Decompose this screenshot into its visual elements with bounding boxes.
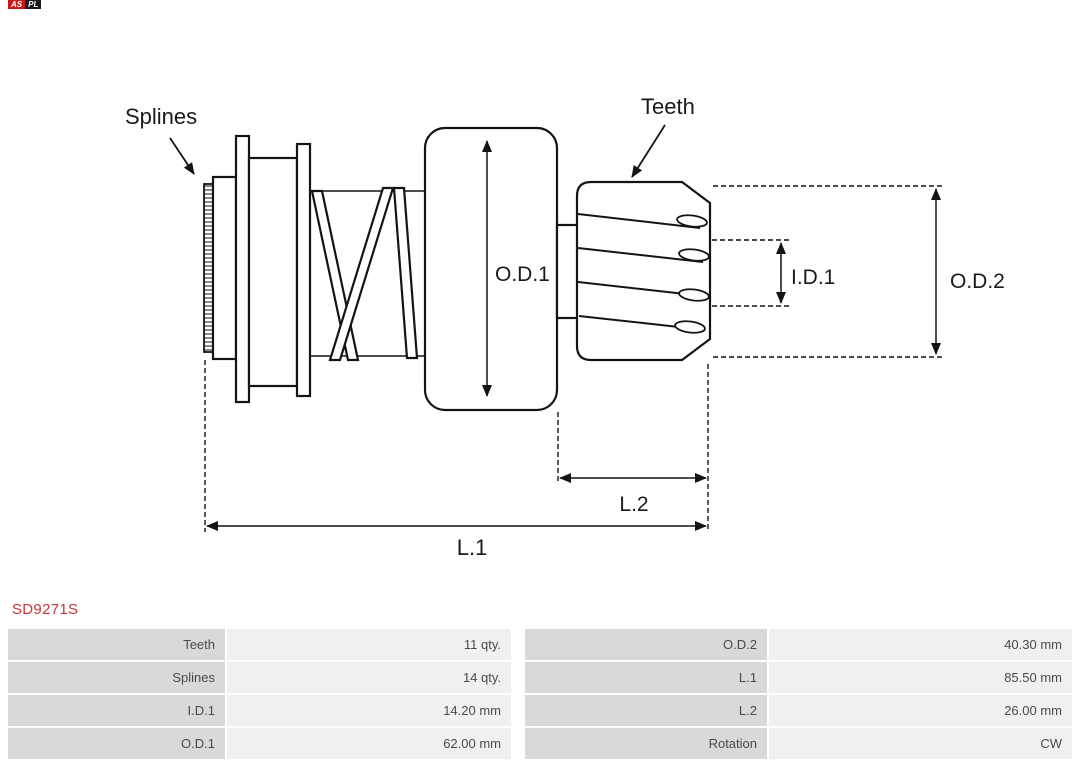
pinion-gear-body: [575, 180, 712, 362]
spec-value-teeth: 11 qty.: [227, 629, 511, 660]
spec-table: Teeth 11 qty. O.D.2 40.30 mm Splines 14 …: [8, 629, 1072, 759]
flange-disc-right: [295, 142, 312, 398]
spec-label-l2: L.2: [525, 695, 767, 726]
spec-label-rotation: Rotation: [525, 728, 767, 759]
brand-logo-pl: PL: [25, 0, 42, 9]
table-gap: [513, 728, 523, 759]
gear-tooth-tip-2: [678, 248, 710, 262]
od2-label: O.D.2: [950, 270, 1005, 293]
teeth-callout-arrow: [631, 124, 666, 178]
spring-coil-3: [392, 186, 419, 360]
id1-label: I.D.1: [791, 266, 835, 289]
table-gap: [513, 695, 523, 726]
spec-value-l2: 26.00 mm: [769, 695, 1072, 726]
part-number: SD9271S: [12, 601, 79, 618]
brand-logo-as: AS: [8, 0, 26, 9]
technical-drawing: O.D.1 I.D.1 O.D.2 L.2 L.1 Splines: [125, 94, 1005, 560]
spec-value-id1: 14.20 mm: [227, 695, 511, 726]
spec-value-splines: 14 qty.: [227, 662, 511, 693]
gear-tooth-tip-4: [674, 320, 706, 334]
l1-label: L.1: [457, 535, 488, 560]
teeth-label: Teeth: [641, 94, 695, 119]
spec-label-id1: I.D.1: [8, 695, 225, 726]
gear-tooth-line-1: [577, 213, 701, 229]
spring-coil-1: [310, 189, 360, 362]
spring: [310, 186, 419, 362]
spec-label-od1: O.D.1: [8, 728, 225, 759]
gear-tooth-tip-1: [676, 214, 708, 228]
gear-tooth-line-2: [577, 247, 704, 263]
spec-label-od2: O.D.2: [525, 629, 767, 660]
table-gap: [513, 629, 523, 660]
body-neck: [555, 223, 580, 320]
spec-value-od2: 40.30 mm: [769, 629, 1072, 660]
spec-label-splines: Splines: [8, 662, 225, 693]
spec-value-rotation: CW: [769, 728, 1072, 759]
brand-logo: AS PL: [8, 0, 42, 9]
splines-label: Splines: [125, 104, 197, 129]
spec-label-teeth: Teeth: [8, 629, 225, 660]
spline-shaft-knurl: [203, 183, 214, 353]
hub-cylinder: [247, 156, 299, 388]
table-gap: [513, 662, 523, 693]
spline-shaft-collar: [211, 175, 238, 361]
l2-label: L.2: [619, 493, 648, 516]
od1-label: O.D.1: [495, 263, 550, 286]
spec-value-od1: 62.00 mm: [227, 728, 511, 759]
spring-coil-2: [328, 186, 395, 362]
flange-disc-left: [234, 134, 251, 404]
splines-callout-arrow: [169, 137, 195, 175]
spec-label-l1: L.1: [525, 662, 767, 693]
spec-value-l1: 85.50 mm: [769, 662, 1072, 693]
gear-tooth-tip-3: [678, 288, 710, 302]
